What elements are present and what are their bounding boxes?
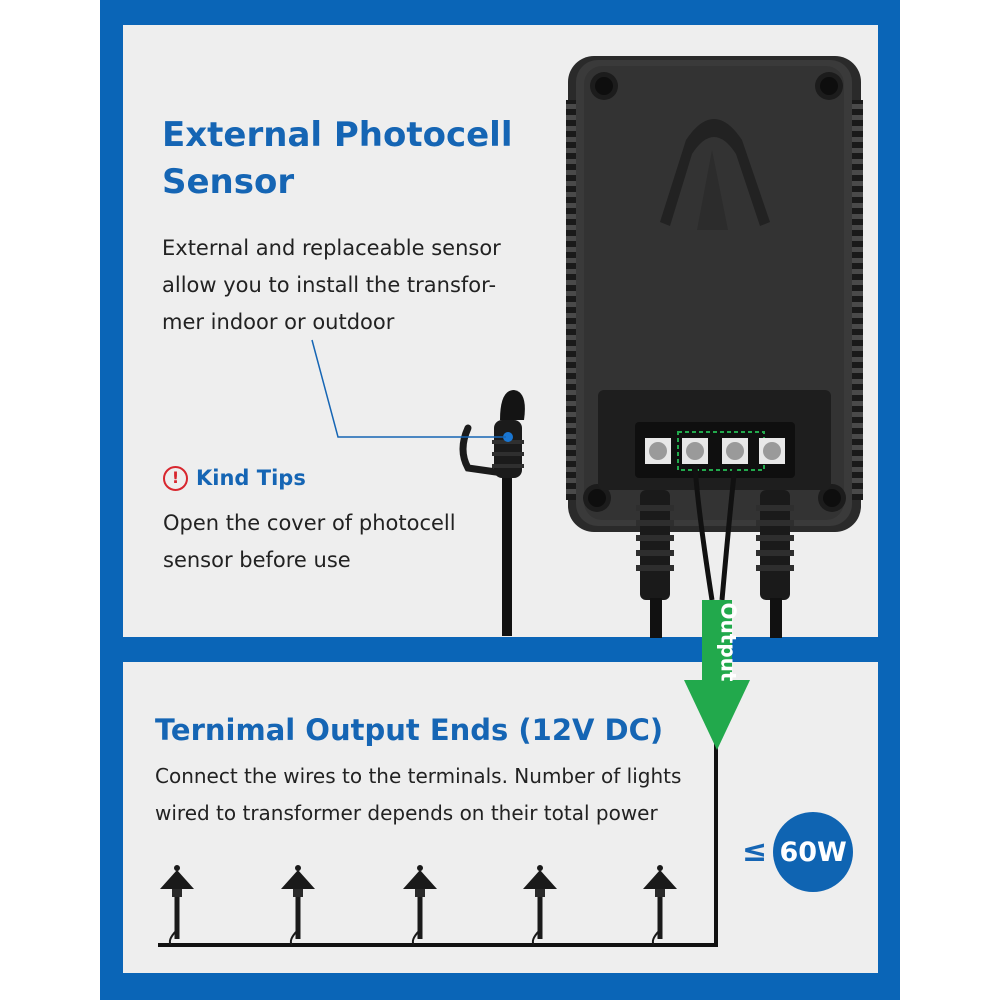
terminal-screws	[645, 431, 785, 471]
rib	[851, 214, 863, 219]
rib	[566, 225, 578, 230]
rib	[566, 434, 578, 439]
rib	[566, 236, 578, 241]
rib	[851, 269, 863, 274]
output-panel	[123, 662, 878, 973]
rib	[566, 423, 578, 428]
rib	[851, 434, 863, 439]
rib	[851, 412, 863, 417]
rib	[851, 291, 863, 296]
exclamation-circle-icon: !	[163, 465, 188, 491]
rib	[566, 247, 578, 252]
rib	[566, 324, 578, 329]
power-limit: ≤ 60W	[742, 812, 854, 892]
rib	[851, 346, 863, 351]
rib	[566, 467, 578, 472]
path-lights	[160, 865, 677, 946]
wattage-value: 60W	[779, 836, 847, 868]
rib	[566, 335, 578, 340]
rib	[566, 445, 578, 450]
rib	[566, 181, 578, 186]
rib	[851, 126, 863, 131]
rib	[851, 401, 863, 406]
rib	[851, 192, 863, 197]
rib	[566, 280, 578, 285]
rib	[851, 225, 863, 230]
rib	[851, 467, 863, 472]
rib	[851, 236, 863, 241]
rib	[566, 148, 578, 153]
rib	[851, 104, 863, 109]
path-light	[281, 865, 315, 946]
rib	[566, 214, 578, 219]
rib	[851, 181, 863, 186]
rib	[566, 313, 578, 318]
rib	[851, 313, 863, 318]
terminal-title: Ternimal Output Ends (12V DC)	[155, 713, 664, 747]
rib	[851, 368, 863, 373]
output-arrow	[684, 600, 750, 750]
screw-holes	[583, 72, 846, 512]
rib	[851, 423, 863, 428]
rib	[851, 247, 863, 252]
rib	[566, 401, 578, 406]
rib	[851, 280, 863, 285]
photocell-title: External Photocell Sensor	[162, 115, 513, 202]
rib	[851, 390, 863, 395]
path-light	[403, 865, 437, 946]
rib	[566, 346, 578, 351]
rib	[566, 357, 578, 362]
rib	[566, 159, 578, 164]
rib	[566, 203, 578, 208]
rib	[851, 170, 863, 175]
less-equal-symbol: ≤	[742, 834, 768, 869]
rib	[566, 104, 578, 109]
rib	[566, 478, 578, 483]
kind-tips-label: Kind Tips	[196, 466, 306, 490]
rib	[566, 269, 578, 274]
rib	[851, 324, 863, 329]
rib	[851, 445, 863, 450]
rib	[851, 137, 863, 142]
rib	[851, 357, 863, 362]
path-light	[523, 865, 557, 946]
photocell-description: External and replaceable sensor allow yo…	[162, 236, 501, 334]
output-arrow-label: Output	[715, 602, 740, 682]
rib	[566, 126, 578, 131]
rib	[566, 379, 578, 384]
rib	[851, 115, 863, 120]
rib	[566, 258, 578, 263]
rib	[851, 148, 863, 153]
rib	[566, 489, 578, 494]
rib	[851, 489, 863, 494]
wattage-badge: 60W	[773, 812, 854, 892]
rib	[566, 115, 578, 120]
rib	[851, 335, 863, 340]
rib	[566, 137, 578, 142]
rib	[851, 203, 863, 208]
rib	[566, 412, 578, 417]
rib	[851, 456, 863, 461]
kind-tips-text: Open the cover of photocell sensor befor…	[163, 511, 456, 572]
kind-tips-heading: ! Kind Tips	[163, 463, 306, 493]
path-light	[643, 865, 677, 946]
terminal-description: Connect the wires to the terminals. Numb…	[155, 764, 682, 825]
rib	[851, 258, 863, 263]
rib	[851, 302, 863, 307]
rib	[566, 390, 578, 395]
rib	[851, 159, 863, 164]
rib	[566, 456, 578, 461]
rib	[566, 368, 578, 373]
rib	[566, 170, 578, 175]
rib	[566, 291, 578, 296]
rib	[566, 302, 578, 307]
rib	[851, 478, 863, 483]
rib	[566, 192, 578, 197]
path-light	[160, 865, 194, 946]
rib	[851, 379, 863, 384]
